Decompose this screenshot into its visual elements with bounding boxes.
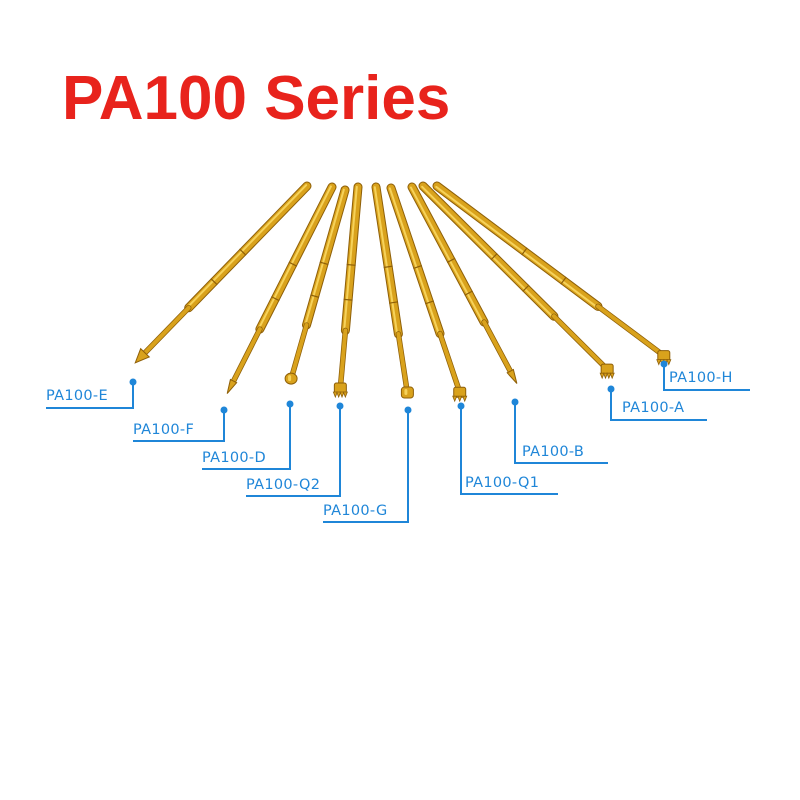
pin-highlight (435, 185, 599, 309)
pin-barrel (341, 183, 362, 334)
needle-tip (226, 378, 238, 394)
pin-plunger (438, 331, 462, 393)
three-claw-tip (452, 386, 468, 403)
leader-dot (220, 406, 228, 414)
pin-group (134, 181, 672, 403)
pin-crimp-ring (210, 278, 218, 286)
pin-highlight (373, 186, 399, 336)
pin-crimp-ring (446, 257, 456, 263)
leader-dot (511, 398, 519, 406)
pin-highlight (409, 186, 485, 324)
pin-crimp-ring (490, 253, 498, 261)
pin-label: PA100-F (133, 422, 194, 438)
probe-pin (432, 181, 672, 366)
label-leader-line (202, 404, 291, 470)
sharp-point-tip (506, 368, 518, 384)
pin-label: PA100-H (669, 370, 733, 386)
pin-crimp-ring (239, 248, 247, 256)
pin-crimp-ring (319, 261, 329, 266)
label-leader-line (514, 402, 608, 464)
pin-crimp-ring (521, 247, 528, 256)
pin-label: PA100-D (202, 450, 266, 466)
pin-plunger (551, 314, 608, 370)
cup-tip (599, 363, 615, 380)
pin-plunger (140, 305, 191, 358)
pin-crimp-ring (383, 265, 393, 269)
pin-barrel (372, 183, 402, 338)
pin-barrel (433, 182, 602, 310)
pin-crimp-ring (310, 294, 320, 298)
pin-barrel (419, 182, 558, 320)
pin-crimp-ring (464, 290, 473, 296)
pin-label: PA100-Q2 (246, 477, 320, 493)
pin-barrel (408, 183, 488, 326)
round-head-tip (284, 372, 298, 385)
probe-pin (332, 182, 363, 399)
leader-dot (607, 385, 615, 393)
pin-plunger (338, 328, 348, 389)
flat-head-tip (400, 386, 414, 399)
label-leader-line (133, 410, 225, 442)
pin-crimp-ring (425, 300, 434, 305)
pin-label: PA100-G (323, 503, 388, 519)
pin-crimp-ring (271, 296, 280, 302)
leader-dot (336, 402, 344, 410)
label-leader-line (663, 364, 750, 391)
pin-crimp-ring (343, 298, 353, 301)
pin-label: PA100-B (522, 444, 584, 460)
pin-crimp-ring (346, 263, 356, 266)
probe-pin (284, 185, 350, 385)
leader-dot (404, 406, 412, 414)
leader-dot (286, 400, 294, 408)
pin-barrel (387, 184, 444, 338)
pin-highlight (343, 185, 358, 332)
pin-crimp-ring (389, 301, 399, 304)
pin-barrel (303, 186, 349, 329)
page-title: PA100 Series (62, 64, 450, 133)
pin-barrel (185, 182, 311, 312)
pointed-crown-tip (134, 347, 151, 364)
pin-plunger (596, 304, 665, 357)
pin-crimp-ring (522, 284, 530, 292)
probe-pin (134, 181, 312, 364)
pin-crimp-ring (560, 276, 567, 285)
probe-pin (371, 182, 414, 399)
probe-pin (226, 182, 337, 394)
probe-pin (418, 181, 615, 380)
leader-dot (660, 360, 668, 368)
label-leader-line (323, 410, 409, 523)
pin-plunger (229, 327, 262, 387)
pin-highlight (421, 185, 555, 319)
pin-highlight (186, 184, 308, 308)
pin-label: PA100-E (46, 388, 108, 404)
pin-label: PA100-A (622, 400, 684, 416)
label-leader-line (460, 406, 558, 495)
pin-highlight (257, 185, 332, 330)
pin-barrel (256, 183, 336, 333)
pin-label: PA100-Q1 (465, 475, 539, 491)
leader-dot (129, 378, 137, 386)
four-claw-crown-tip (332, 382, 348, 399)
pin-highlight (304, 188, 345, 326)
leader-line-group (46, 360, 750, 523)
pin-crimp-ring (413, 265, 423, 270)
label-leader-line (610, 389, 707, 421)
pin-crimp-ring (288, 261, 298, 267)
probe-pin (407, 182, 518, 384)
probe-pin (386, 183, 468, 403)
pin-plunger (482, 320, 515, 377)
pin-plunger (289, 323, 309, 380)
pin-plunger (396, 332, 410, 394)
label-leader-line (246, 406, 341, 497)
pin-highlight (388, 187, 440, 335)
label-leader-line (46, 382, 134, 409)
leader-dot (457, 402, 465, 410)
